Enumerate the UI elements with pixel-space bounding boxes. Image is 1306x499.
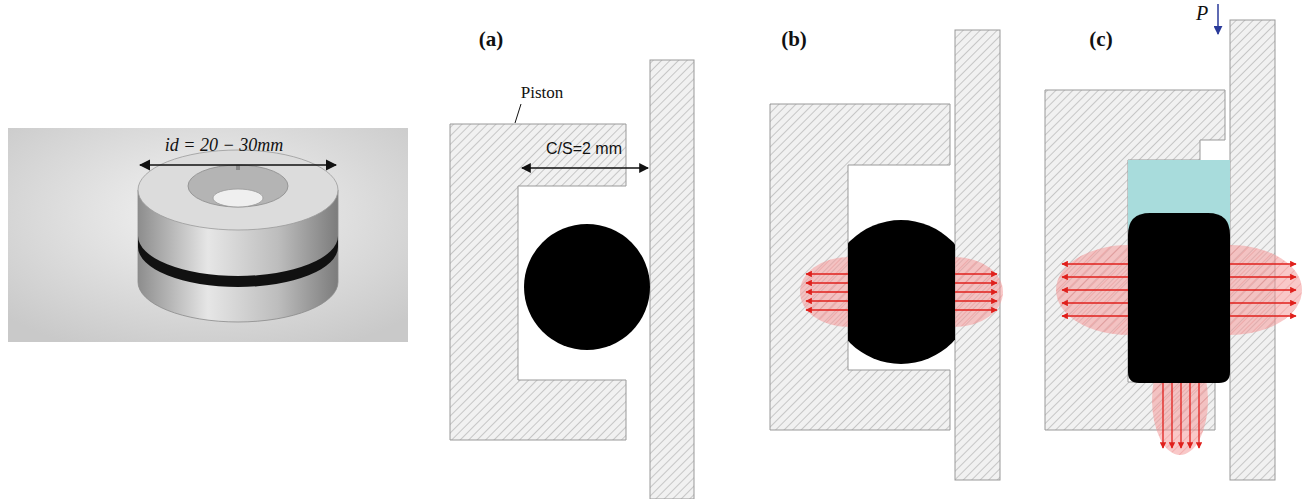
pressure-arrow (1230, 289, 1296, 290)
o-ring-band (138, 236, 338, 287)
pressure-arrow (955, 300, 997, 301)
pressure-arrow (1062, 276, 1128, 277)
pressure-arrow (806, 291, 848, 292)
pressure-arrow (1217, 4, 1219, 34)
label: C/S=2 mm (546, 140, 622, 158)
pressure-arrow (806, 309, 848, 310)
pressure-arrow (1062, 289, 1128, 290)
label: (a) (479, 28, 504, 51)
panel-b (770, 30, 1003, 480)
pressure-arrow (1230, 302, 1296, 303)
pressure-arrow (1189, 383, 1190, 448)
pressure-arrow (955, 309, 997, 310)
label: Piston (521, 84, 564, 103)
piston-render (8, 128, 408, 342)
o-ring (1128, 213, 1230, 383)
o-ring (848, 220, 955, 364)
dimension-arrow (522, 167, 648, 168)
dimension-arrow (140, 164, 336, 166)
pressure-arrow (955, 282, 997, 283)
pressure-arrow (1062, 315, 1128, 316)
leader-line (515, 104, 521, 123)
pressure-arrow (1230, 315, 1296, 316)
pressure-arrow (1180, 383, 1181, 448)
pressure-arrow (1162, 383, 1163, 448)
cylinder-wall (650, 60, 694, 499)
pressure-arrow (1062, 302, 1128, 303)
pressure-arrow (955, 291, 997, 292)
pressure-arrow (955, 273, 997, 274)
label: P (1196, 2, 1208, 24)
pressure-arrow (806, 300, 848, 301)
cylinder-wall (955, 30, 1000, 480)
label: id = 20 − 30mm (165, 136, 283, 156)
o-ring (524, 224, 650, 350)
pressure-arrow (806, 282, 848, 283)
pressure-arrow (1230, 276, 1296, 277)
pressure-arrow (1198, 383, 1199, 448)
pressure-arrow (806, 273, 848, 274)
pressure-arrow (1171, 383, 1172, 448)
panel-c (1045, 4, 1302, 480)
panel-a (450, 60, 694, 499)
label: (b) (781, 28, 807, 51)
label: (c) (1089, 28, 1112, 51)
pressure-arrow (1062, 263, 1128, 264)
pressure-arrow (1230, 263, 1296, 264)
